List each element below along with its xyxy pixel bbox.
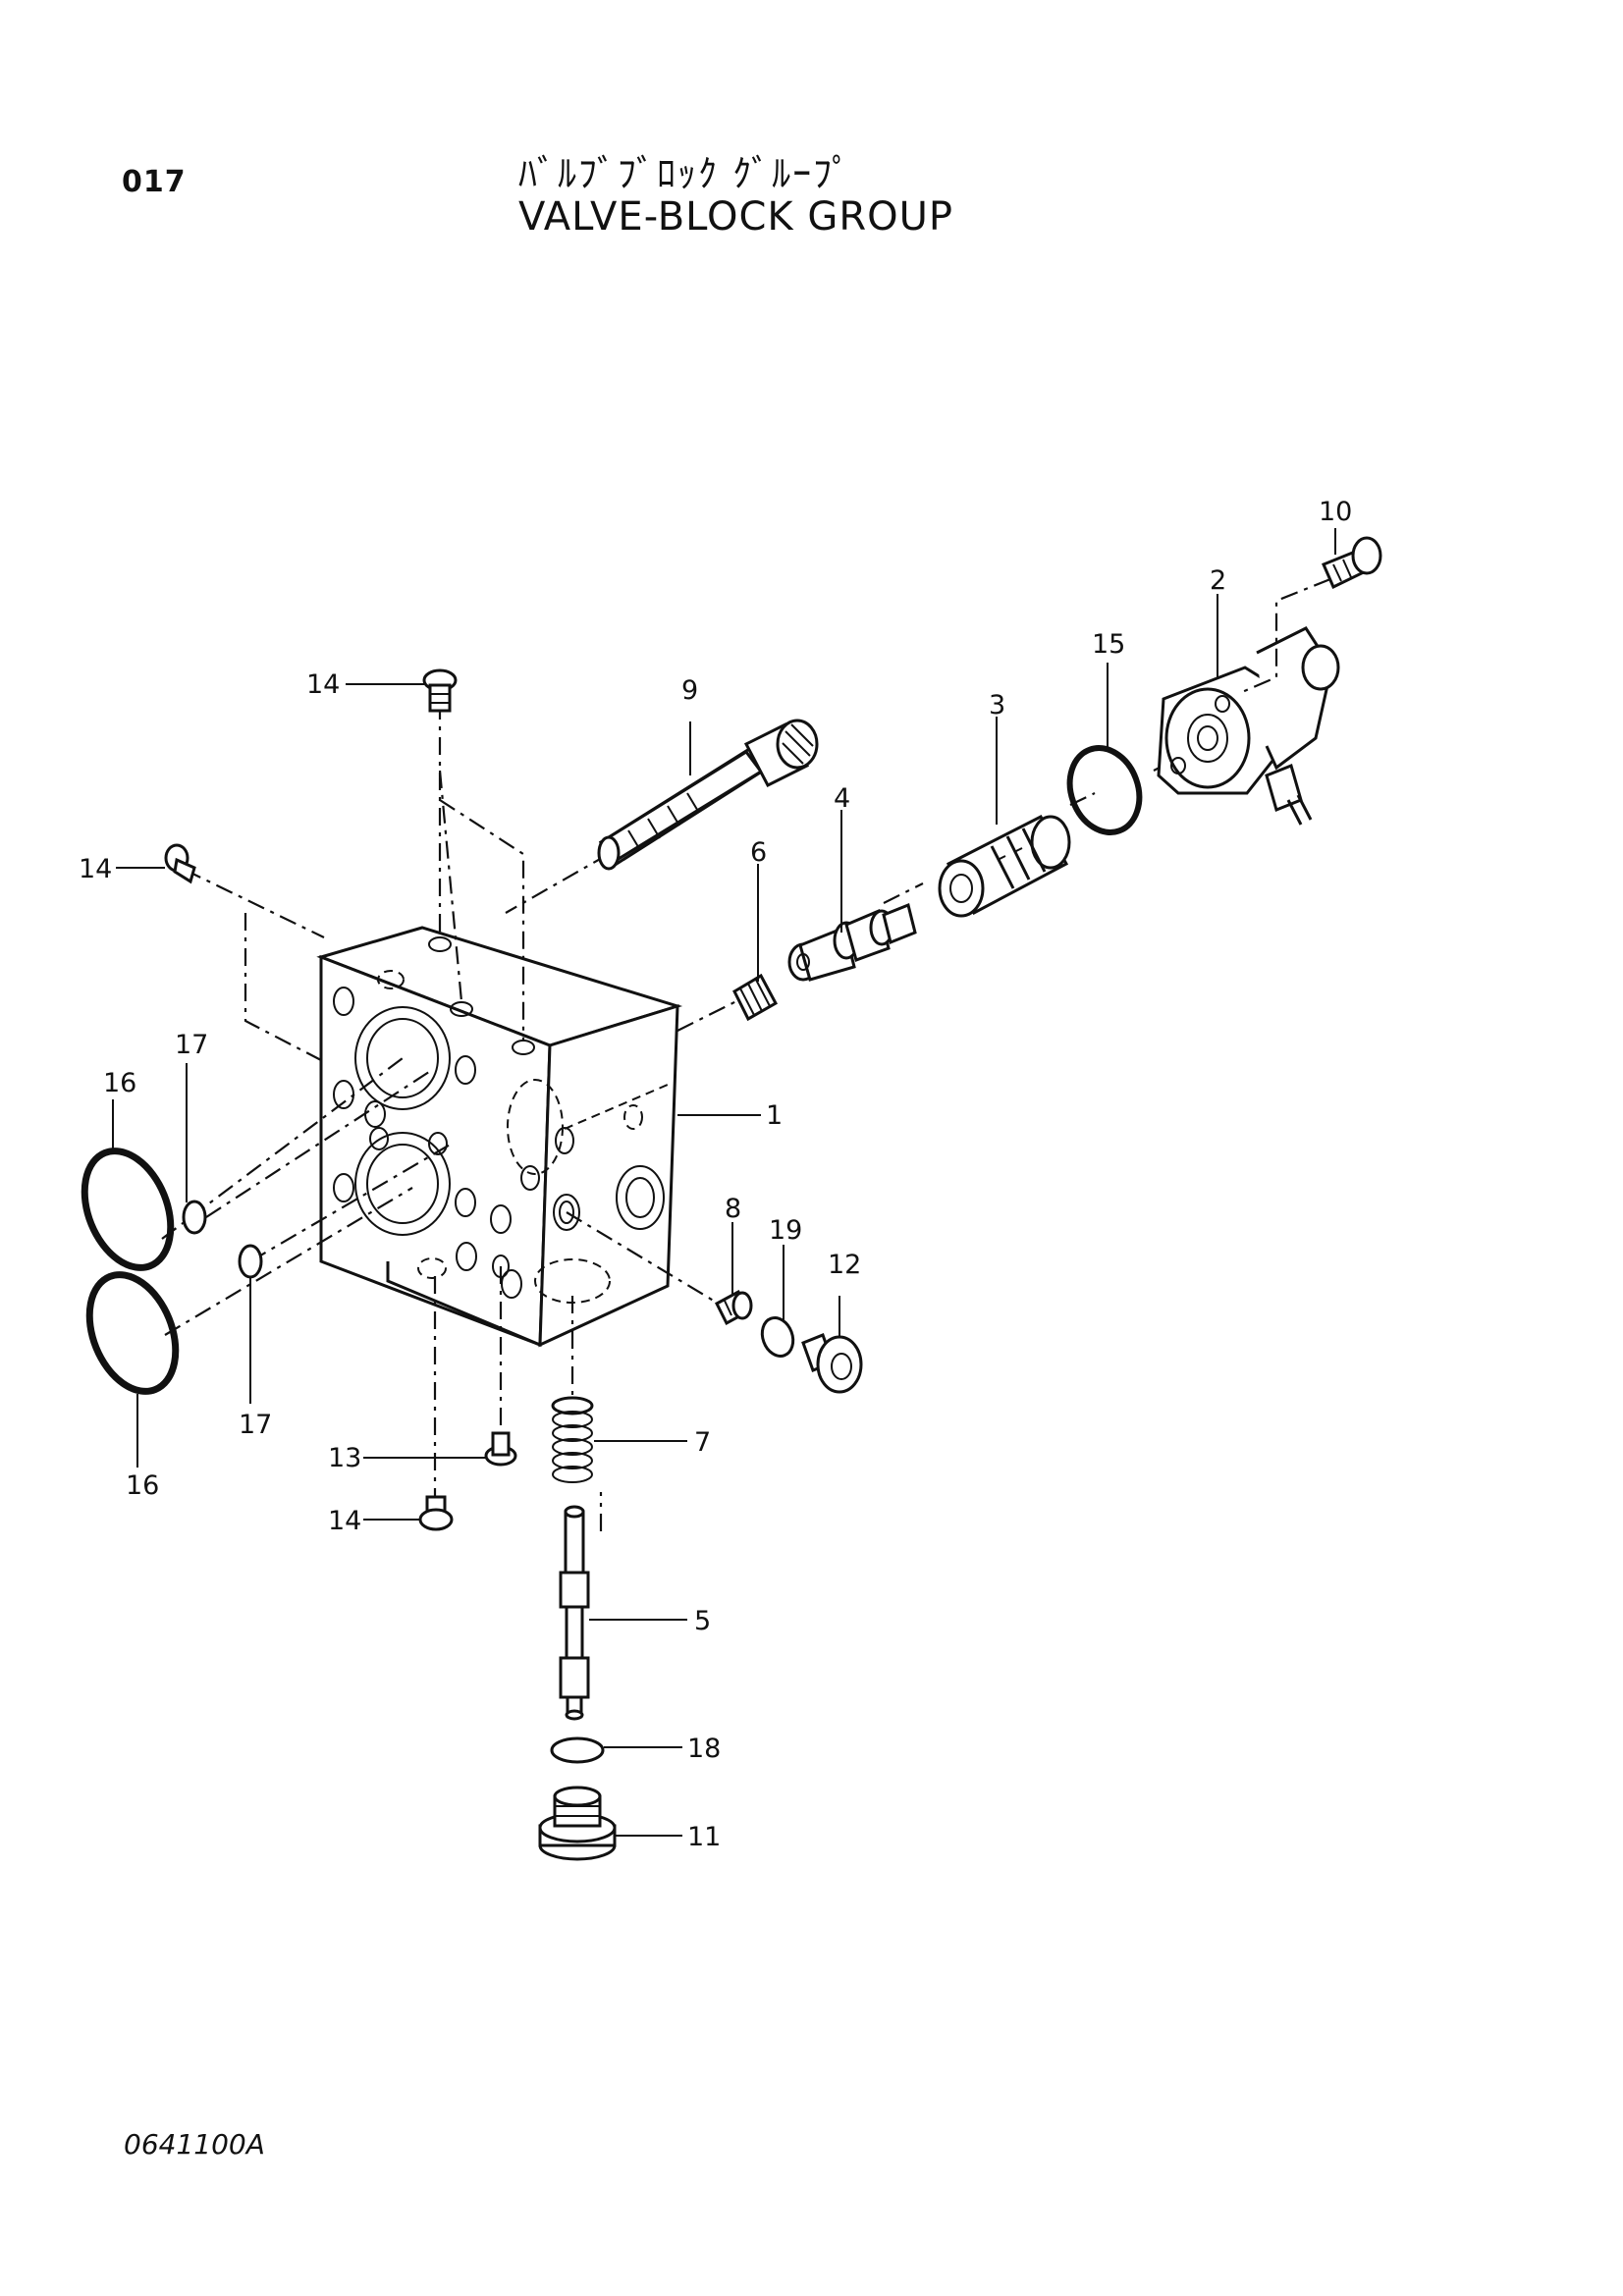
callout-7: 7 — [694, 1427, 711, 1458]
part-16-o-rings — [81, 1148, 180, 1395]
part-14-left-screw — [164, 843, 196, 884]
callout-8: 8 — [725, 1194, 741, 1224]
title-japanese: ﾊﾞﾙﾌﾞﾌﾞﾛｯｸ ｸﾞﾙｰﾌﾟ — [518, 152, 853, 195]
part-10-screw — [1241, 536, 1382, 694]
title-english: VALVE-BLOCK GROUP — [518, 194, 954, 240]
callout-16-upper: 16 — [103, 1068, 136, 1098]
part-13-screw — [484, 1431, 517, 1467]
callout-18: 18 — [687, 1734, 721, 1764]
callout-5: 5 — [694, 1606, 711, 1636]
callout-13: 13 — [328, 1443, 361, 1473]
part-9-bolt — [597, 719, 819, 871]
part-12-plug — [801, 1296, 863, 1394]
part-8-plug — [715, 1289, 753, 1326]
callout-1: 1 — [766, 1100, 783, 1131]
leader-lines — [112, 528, 1336, 1837]
drawing-number: 0641100A — [124, 2128, 265, 2161]
callout-19: 19 — [769, 1215, 802, 1246]
part-14-top-screw — [422, 668, 458, 713]
page-number: 017 — [122, 165, 187, 199]
callout-4: 4 — [834, 783, 850, 814]
callout-16-lower: 16 — [126, 1470, 159, 1501]
callout-12: 12 — [828, 1250, 861, 1280]
callout-labels: 14 14 9 6 4 3 15 2 10 1 8 19 12 16 17 17… — [79, 497, 1352, 1852]
part-15-o-ring — [1066, 745, 1143, 835]
callout-14-left: 14 — [79, 854, 112, 884]
callout-17-upper: 17 — [175, 1030, 208, 1060]
callout-11: 11 — [687, 1822, 721, 1852]
part-4-spool — [787, 902, 917, 982]
callout-14-bottom: 14 — [328, 1506, 361, 1536]
callout-2: 2 — [1210, 565, 1226, 596]
part-14-bottom-screw — [418, 1495, 454, 1531]
callout-3: 3 — [989, 690, 1005, 721]
part-11-plug — [538, 1786, 617, 1861]
part-19-ring — [760, 1316, 795, 1358]
callout-9: 9 — [681, 675, 698, 706]
part-18-ring — [550, 1736, 605, 1764]
part-5-spool — [559, 1505, 590, 1721]
part-7-spring — [551, 1396, 594, 1483]
callout-6: 6 — [750, 837, 767, 868]
part-17-plugs — [182, 1200, 263, 1279]
part-2-solenoid — [1157, 626, 1340, 826]
callout-14-top: 14 — [306, 669, 340, 700]
callout-17-lower: 17 — [239, 1410, 272, 1440]
part-3-sleeve — [938, 814, 1071, 918]
callout-10: 10 — [1319, 497, 1352, 527]
part-1-valve-block — [316, 926, 683, 1348]
part-6-spring — [732, 973, 779, 1022]
callout-15: 15 — [1092, 629, 1125, 660]
